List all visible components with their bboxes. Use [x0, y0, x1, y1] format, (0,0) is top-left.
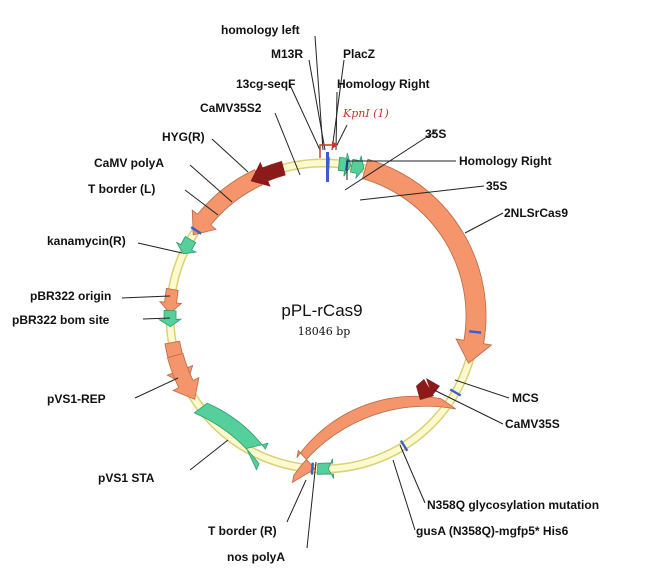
pvs1-sta-arrow: [193, 402, 269, 471]
label-pbr322-origin: pBR322 origin: [30, 289, 111, 303]
leader-lines: [121, 35, 510, 549]
label-placz: PlacZ: [343, 47, 375, 61]
feature-layer: [157, 152, 493, 484]
pvs1-rep-arrow: [166, 353, 200, 400]
t-border-right-marker: [310, 462, 314, 475]
label-camv-polya: CaMV polyA: [94, 156, 164, 170]
camv35s2-arrow: [250, 160, 286, 187]
cas9-gene-arrow: [361, 158, 493, 364]
label-cas9: 2NLSrCas9: [504, 206, 568, 220]
pbr322-origin-arrow: [158, 287, 183, 314]
label-kpni-site: KpnI (1): [342, 107, 389, 120]
label-t-border-right: T border (R): [208, 524, 277, 538]
kpni-site-head: [332, 141, 338, 149]
label-gusa: gusA (N358Q)-mgfp5* His6: [416, 524, 569, 538]
mcs-marker: [449, 388, 462, 397]
kpni-site-arrow: [319, 144, 332, 158]
label-hyg: HYG(R): [162, 130, 205, 144]
plasmid-size: 18046 bp: [298, 325, 351, 338]
label-nos-polya: nos polyA: [227, 550, 285, 564]
35s-promoter-arrow-a: [337, 152, 352, 177]
label-pvs1-sta: pVS1 STA: [98, 471, 155, 485]
label-homology-left: homology left: [221, 23, 300, 37]
label-t-border-left: T border (L): [88, 182, 155, 196]
label-seqf: 13cg-seqF: [236, 77, 295, 91]
label-pvs1-rep: pVS1-REP: [47, 392, 106, 406]
plasmid-name: pPL-rCas9: [281, 301, 362, 320]
label-35s-a: 35S: [425, 127, 446, 141]
label-n358q: N358Q glycosylation mutation: [427, 498, 599, 512]
35s-promoter-arrow-b: [349, 155, 365, 179]
label-camv35s: CaMV35S: [505, 417, 560, 431]
label-mcs: MCS: [512, 391, 539, 405]
label-kanamycin: kanamycin(R): [47, 234, 126, 248]
t-border-left-marker: [190, 226, 202, 235]
hyg-gene-arrow: [191, 169, 263, 236]
label-homology-right-top: Homology Right: [337, 77, 430, 91]
label-homology-right: Homology Right: [459, 154, 552, 168]
cas9-marker: [469, 330, 482, 334]
nos-polya-arrow: [317, 458, 335, 479]
label-35s-b: 35S: [486, 179, 507, 193]
camv-polya-arrow: [175, 235, 198, 255]
pbr322-bom-arrow: [157, 310, 183, 328]
camv35s-arrow: [416, 378, 440, 400]
label-pbr322-bom: pBR322 bom site: [12, 313, 110, 327]
n358q-marker: [399, 440, 409, 452]
label-camv35s2: CaMV35S2: [200, 101, 262, 115]
cloning-cluster-marker: [326, 152, 329, 182]
label-m13r: M13R: [271, 47, 303, 61]
